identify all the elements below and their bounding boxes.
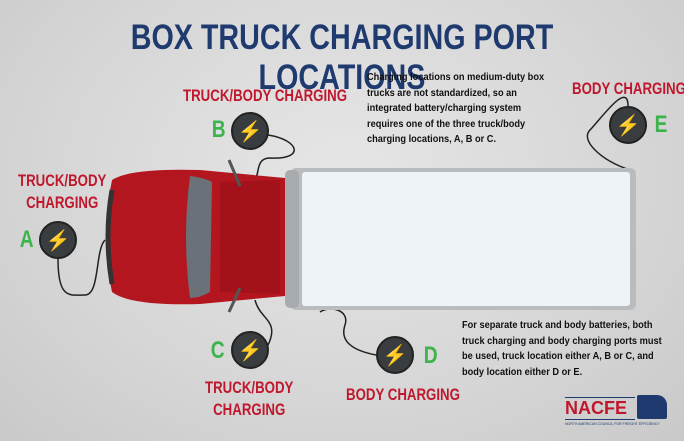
letter-d: D (423, 342, 438, 369)
charging-port-c[interactable]: ⚡ (231, 331, 269, 369)
label-a-line2: CHARGING (26, 193, 99, 212)
lightning-icon: ⚡ (382, 344, 408, 367)
logo-tagline: NORTH AMERICAN COUNCIL FOR FREIGHT EFFIC… (565, 422, 660, 426)
charging-port-b[interactable]: ⚡ (231, 112, 269, 150)
label-a: TRUCK/BODY CHARGING (18, 170, 106, 214)
lightning-icon: ⚡ (237, 120, 263, 143)
note-separate-batteries: For separate truck and body batteries, b… (462, 319, 662, 378)
logo-name: NACFE (565, 398, 627, 418)
truck-logo-icon (637, 395, 667, 419)
charging-port-d[interactable]: ⚡ (376, 336, 414, 374)
label-e: BODY CHARGING (572, 79, 684, 98)
letter-b: B (211, 116, 226, 143)
lightning-icon: ⚡ (237, 339, 263, 362)
label-a-line1: TRUCK/BODY (18, 171, 107, 190)
lightning-icon: ⚡ (45, 229, 71, 252)
label-c-line2: CHARGING (213, 400, 286, 419)
letter-a: A (19, 226, 34, 253)
windshield (186, 176, 212, 298)
label-c-line1: TRUCK/BODY (205, 378, 294, 397)
letter-c: C (210, 337, 225, 364)
charging-port-e[interactable]: ⚡ (609, 106, 647, 144)
page-title: BOX TRUCK CHARGING PORT LOCATIONS (130, 18, 554, 97)
label-c: TRUCK/BODY CHARGING (205, 377, 293, 421)
label-b: TRUCK/BODY CHARGING (183, 86, 348, 105)
lightning-icon: ⚡ (615, 114, 641, 137)
charging-port-a[interactable]: ⚡ (39, 221, 77, 259)
note-integrated-system: Charging locations on medium-duty box tr… (367, 71, 545, 145)
label-d: BODY CHARGING (346, 385, 460, 404)
letter-e: E (654, 111, 668, 138)
nacfe-logo: NACFE NORTH AMERICAN COUNCIL FOR FREIGHT… (565, 395, 669, 429)
cargo-box (302, 172, 630, 306)
